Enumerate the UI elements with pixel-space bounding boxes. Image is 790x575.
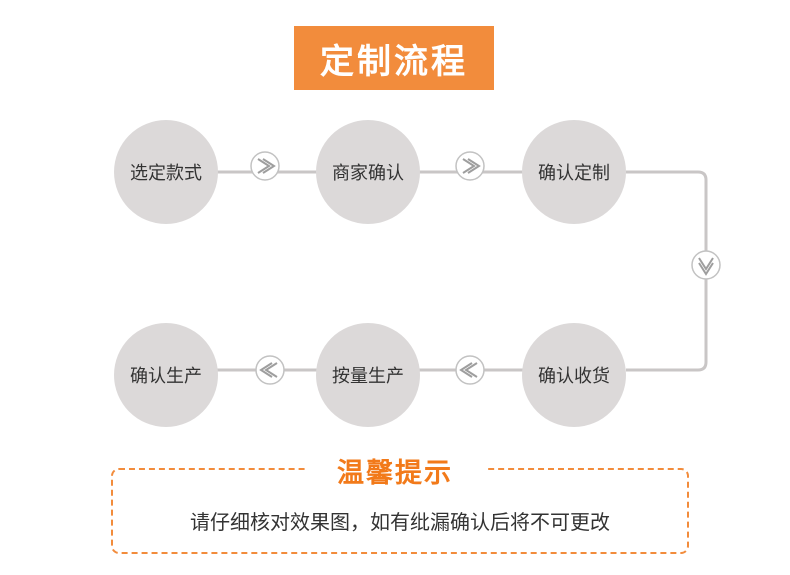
step-label: 选定款式	[130, 163, 202, 184]
notice-text: 请仔细核对效果图，如有纰漏确认后将不可更改	[190, 510, 610, 534]
step-label: 按量生产	[332, 366, 404, 387]
step-label: 商家确认	[332, 163, 404, 184]
arrow-down-icon	[691, 250, 721, 280]
step-confirm-customization: 确认定制	[522, 120, 626, 224]
arrow-left-icon	[255, 355, 285, 385]
arrow-right-icon	[455, 151, 485, 181]
notice-title: 温馨提示	[305, 452, 485, 489]
step-label: 确认收货	[538, 366, 610, 387]
step-mass-production: 按量生产	[316, 323, 420, 427]
arrow-left-icon	[455, 355, 485, 385]
step-label: 确认定制	[538, 163, 610, 184]
step-confirm-production: 确认生产	[114, 323, 218, 427]
step-confirm-receipt: 确认收货	[522, 323, 626, 427]
process-title: 定制流程	[294, 26, 494, 90]
step-merchant-confirm: 商家确认	[316, 120, 420, 224]
step-select-style: 选定款式	[114, 120, 218, 224]
arrow-right-icon	[250, 151, 280, 181]
step-label: 确认生产	[130, 366, 202, 387]
